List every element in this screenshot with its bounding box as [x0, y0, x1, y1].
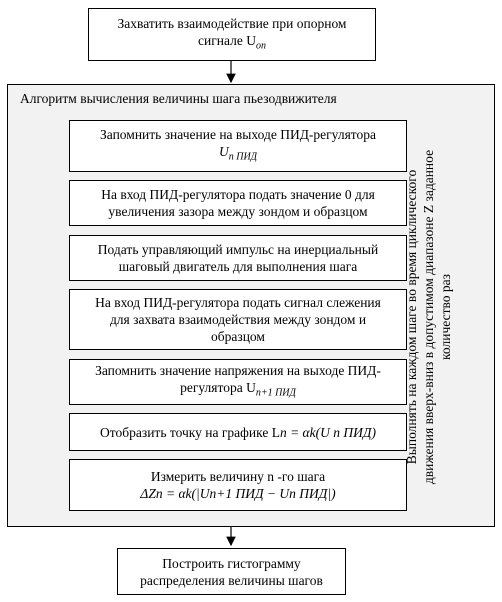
step3-line1: Подать управляющий импульс на инерциальн…	[97, 242, 379, 257]
step7-line1: Измерить величину n -го шага	[150, 469, 326, 484]
step-remember-voltage: Запомнить значение напряжения на выходе …	[69, 359, 407, 405]
step4-line1: На вход ПИД-регулятора подать сигнал сле…	[95, 295, 381, 310]
step5-line2: регулятора U	[180, 380, 256, 396]
top-box-sub: оп	[255, 40, 266, 52]
build-histogram-box: Построить гистограмму распределения вели…	[117, 548, 346, 595]
repeat-cycle-note: Выполнять на каждом шаге во время циклич…	[403, 127, 457, 507]
step4-line3: образцом	[211, 329, 265, 344]
bottom-line2: распределения величины шагов	[140, 572, 323, 588]
step5-line1: Запомнить значение напряжения на выходе …	[95, 363, 381, 379]
step-tracking-signal: На вход ПИД-регулятора подать сигнал сле…	[69, 289, 407, 350]
top-box-line2: сигнале U	[198, 32, 256, 48]
step-control-pulse: Подать управляющий импульс на инерциальн…	[69, 235, 407, 281]
capture-interaction-box: Захватить взаимодействие при опорном сиг…	[88, 8, 376, 61]
step2-line2: увеличения зазора между зондом и образцо…	[108, 204, 368, 219]
step1-line1: Запомнить значение на выходе ПИД-регулят…	[100, 127, 376, 143]
step6-text: Отобразить точку на графике L	[100, 424, 280, 440]
step-plot-point: Отобразить точку на графике Ln = αk(U n …	[69, 413, 407, 451]
side-line2: движения вверх-вниз в допустимом диапазо…	[421, 149, 436, 485]
step-measure-step: Измерить величину n -го шага ΔZn = αk(|U…	[69, 459, 407, 511]
step7-formula: ΔZn = αk(|Un+1 ПИД − Un ПИД|)	[140, 486, 336, 501]
step4-line2: для захвата взаимодействия между зондом …	[109, 312, 367, 327]
top-box-line1: Захватить взаимодействие при опорном	[117, 15, 347, 31]
step1-line2: U	[218, 144, 229, 160]
algorithm-title: Алгоритм вычисления величины шага пьезод…	[20, 91, 337, 106]
side-line3: количество раз	[438, 274, 453, 360]
step1-sub: n ПИД	[228, 151, 258, 163]
step3-line2: шаговый двигатель для выполнения шага	[118, 259, 358, 274]
bottom-line1: Построить гистограмму	[162, 555, 301, 571]
step-remember-pid-output: Запомнить значение на выходе ПИД-регулят…	[69, 120, 407, 172]
side-line1: Выполнять на каждом шаге во время циклич…	[404, 169, 419, 465]
step-set-zero-input: На вход ПИД-регулятора подать значение 0…	[69, 180, 407, 226]
step6-formula: n = αk(U n ПИД)	[279, 424, 376, 440]
step2-line1: На вход ПИД-регулятора подать значение 0…	[101, 187, 375, 202]
step5-sub: n+1 ПИД	[255, 387, 296, 399]
